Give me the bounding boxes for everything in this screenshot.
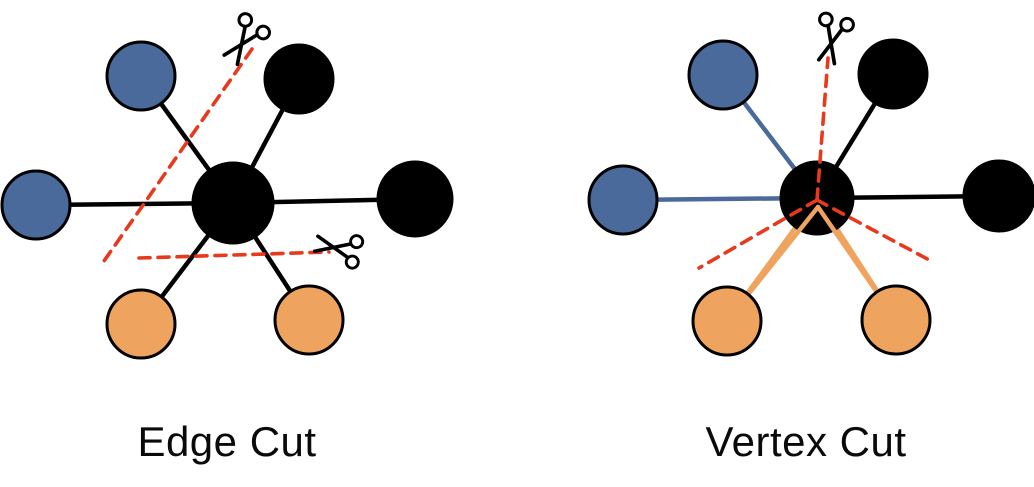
- graph-node-black: [962, 159, 1034, 233]
- scissors-icon: [312, 234, 365, 270]
- graph-node-black: [263, 43, 335, 115]
- graph-node-black: [857, 38, 929, 110]
- cut-line: [137, 250, 331, 260]
- cut-line: [102, 47, 254, 263]
- edge-cut-label: Edge Cut: [137, 418, 316, 465]
- panel-edge-cut: [0, 12, 454, 360]
- graph-node-orange: [105, 288, 177, 360]
- scissors-icon: [222, 12, 272, 67]
- graph-node-black: [376, 160, 454, 238]
- graph-node-blue: [587, 164, 659, 236]
- graph-node-black-center: [191, 161, 275, 245]
- graph-node-orange: [691, 285, 763, 357]
- graph-node-orange: [273, 284, 345, 356]
- graph-node-blue: [0, 169, 72, 241]
- scissors-icon: [816, 11, 855, 66]
- graph-node-orange: [860, 284, 932, 356]
- cut-line: [697, 198, 819, 270]
- graph-node-blue: [687, 39, 759, 111]
- vertex-cut-label: Vertex Cut: [705, 418, 906, 465]
- panel-vertex-cut: [587, 11, 1034, 357]
- cut-line: [815, 198, 935, 264]
- panels-layer: [0, 11, 1034, 360]
- graph-node-blue: [105, 40, 177, 112]
- cut-line: [815, 56, 830, 202]
